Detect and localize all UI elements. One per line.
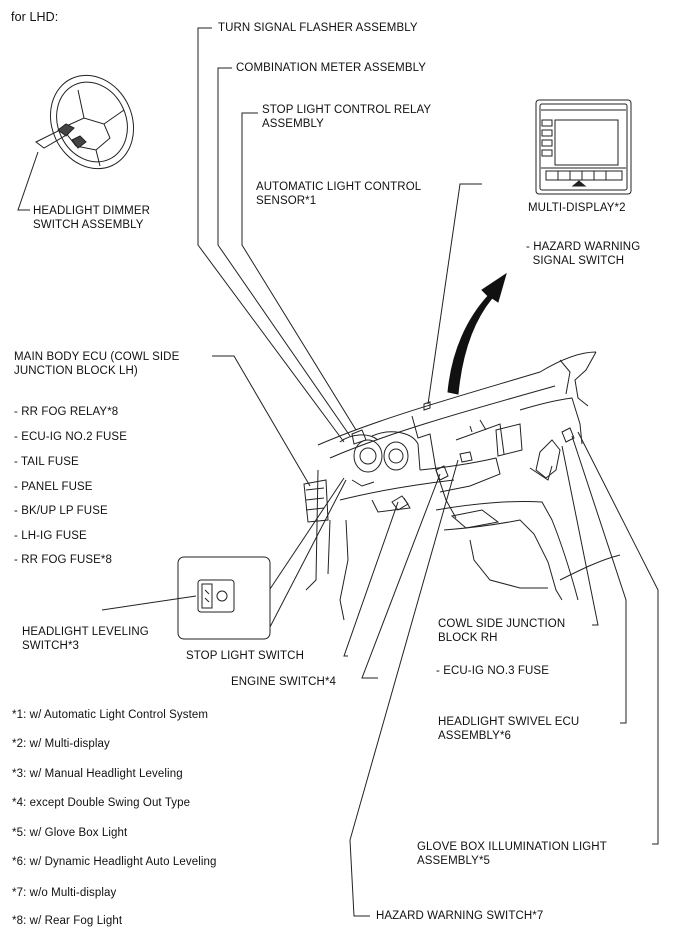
label-turn-signal-flasher: TURN SIGNAL FLASHER ASSEMBLY (218, 22, 418, 34)
section-header: for LHD: (11, 10, 59, 24)
fuse-item: - PANEL FUSE (14, 481, 93, 493)
steering-wheel-icon (35, 74, 135, 170)
footnote: *4: except Double Swing Out Type (12, 797, 191, 809)
fuse-item: - RR FOG RELAY*8 (14, 406, 119, 418)
multi-display-icon (535, 99, 632, 195)
leveling-switch-icon (177, 556, 271, 640)
label-headlight-leveling: HEADLIGHT LEVELING SWITCH*3 (22, 626, 149, 652)
label-hazard-signal-switch: - HAZARD WARNING SIGNAL SWITCH (526, 241, 641, 267)
label-stop-light-relay: STOP LIGHT CONTROL RELAY ASSEMBLY (262, 104, 432, 130)
arrow-icon (447, 272, 507, 395)
footnote: *5: w/ Glove Box Light (12, 827, 128, 839)
instrument-panel-icon (303, 351, 621, 621)
footnote: *7: w/o Multi-display (12, 887, 117, 899)
label-main-body-ecu: MAIN BODY ECU (COWL SIDE JUNCTION BLOCK … (14, 351, 180, 377)
label-headlight-dimmer: HEADLIGHT DIMMER SWITCH ASSEMBLY (33, 205, 151, 231)
label-stop-light-switch: STOP LIGHT SWITCH (186, 650, 304, 662)
fuse-item: - RR FOG FUSE*8 (14, 554, 112, 566)
fuse-item: - TAIL FUSE (14, 456, 79, 468)
label-headlight-swivel: HEADLIGHT SWIVEL ECU ASSEMBLY*6 (438, 716, 580, 742)
label-hazard-warning-switch: HAZARD WARNING SWITCH*7 (376, 910, 544, 922)
footnote: *3: w/ Manual Headlight Leveling (12, 768, 183, 780)
footnote: *2: w/ Multi-display (12, 738, 110, 750)
label-ecu-ig-no3: - ECU-IG NO.3 FUSE (436, 665, 549, 677)
fuse-item: - LH-IG FUSE (14, 530, 87, 542)
label-glove-box-light: GLOVE BOX ILLUMINATION LIGHT ASSEMBLY*5 (417, 841, 607, 867)
label-combination-meter: COMBINATION METER ASSEMBLY (236, 62, 427, 74)
fuse-item: - ECU-IG NO.2 FUSE (14, 431, 127, 443)
footnote: *6: w/ Dynamic Headlight Auto Leveling (12, 856, 217, 868)
footnote: *1: w/ Automatic Light Control System (12, 709, 209, 721)
label-auto-light-sensor: AUTOMATIC LIGHT CONTROL SENSOR*1 (256, 181, 422, 207)
fuse-item: - BK/UP LP FUSE (14, 505, 108, 517)
label-cowl-side-rh: COWL SIDE JUNCTION BLOCK RH (438, 618, 566, 644)
footnote: *8: w/ Rear Fog Light (12, 915, 123, 927)
label-multi-display: MULTI-DISPLAY*2 (528, 202, 626, 214)
label-engine-switch: ENGINE SWITCH*4 (231, 676, 337, 688)
